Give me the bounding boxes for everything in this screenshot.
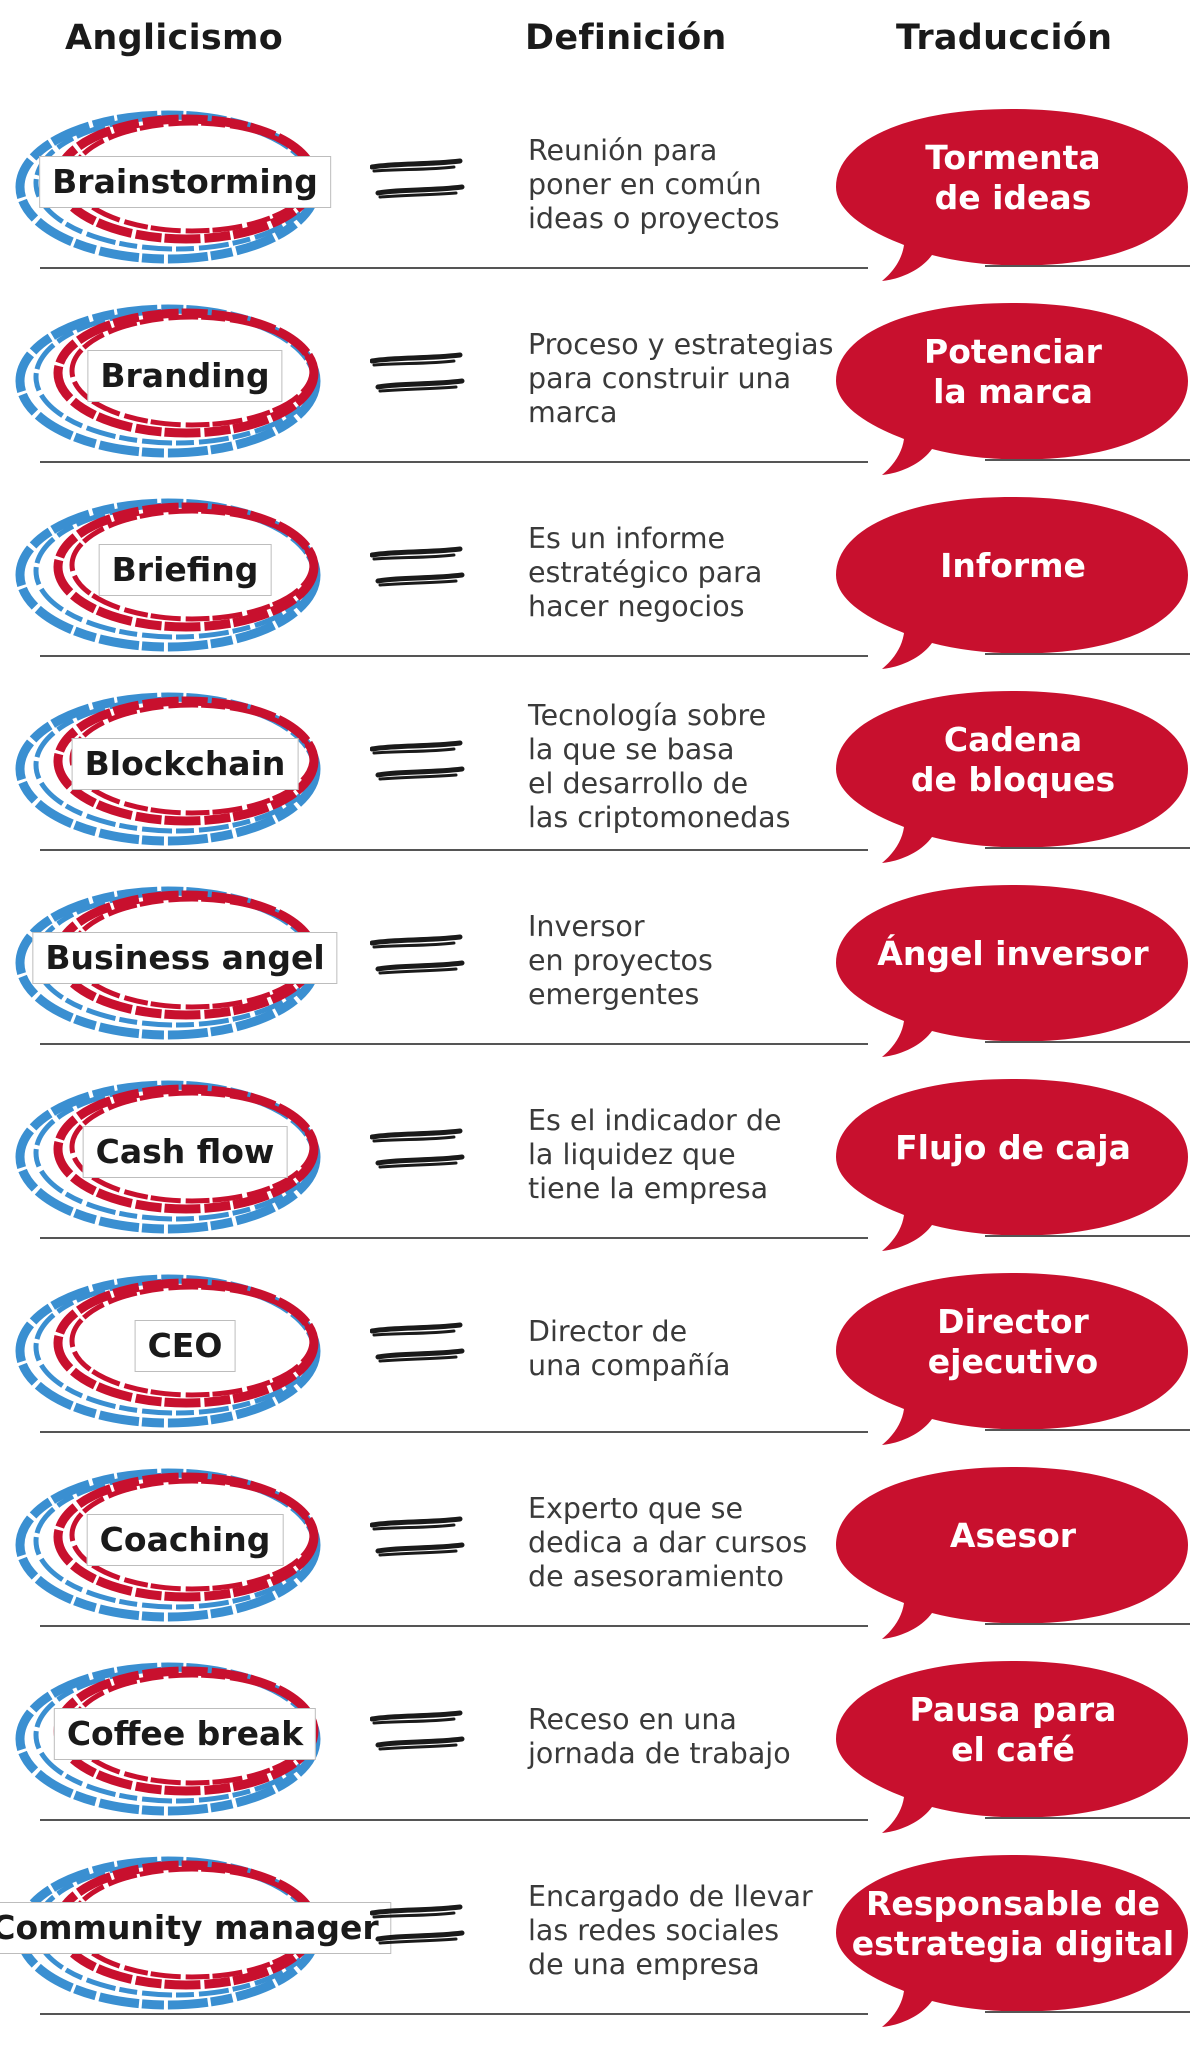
speech-bubble-icon bbox=[836, 885, 1188, 1057]
term-label: Blockchain bbox=[71, 738, 299, 790]
definition-text: Reunión para poner en común ideas o proy… bbox=[528, 134, 780, 235]
row-divider-right bbox=[985, 1817, 1190, 1819]
term-row: Branding Proceso y estrategias para cons… bbox=[0, 289, 1200, 483]
translation-text: Cadena de bloques bbox=[910, 720, 1116, 799]
equals-stroke-icon bbox=[370, 1710, 465, 1751]
equals-stroke-icon bbox=[370, 1904, 465, 1945]
equals-stroke-icon bbox=[370, 1128, 465, 1169]
term-row: Coffee break Receso en una jornada de tr… bbox=[0, 1647, 1200, 1841]
row-divider bbox=[40, 655, 868, 657]
speech-bubble-icon bbox=[836, 1661, 1188, 1833]
table-header: Anglicismo Definición Traducción bbox=[0, 18, 1200, 78]
definition-text: Inversor en proyectos emergentes bbox=[528, 910, 713, 1011]
term-row: Briefing Es un informe estratégico para … bbox=[0, 483, 1200, 677]
scribble-circle-icon bbox=[15, 692, 321, 846]
row-divider-right bbox=[985, 653, 1190, 655]
speech-bubble-icon bbox=[836, 1079, 1188, 1251]
speech-bubble-icon bbox=[836, 1467, 1188, 1639]
equals-stroke-icon bbox=[370, 158, 465, 199]
term-row: Business angel Inversor en proyectos eme… bbox=[0, 871, 1200, 1065]
equals-stroke-icon bbox=[370, 352, 465, 393]
definition-text: Tecnología sobre la que se basa el desar… bbox=[528, 699, 791, 834]
speech-bubble-icon bbox=[836, 1855, 1188, 2027]
term-list: Brainstorming Reunión para poner en comú… bbox=[0, 95, 1200, 2035]
definition-text: Es un informe estratégico para hacer neg… bbox=[528, 522, 763, 623]
row-divider bbox=[40, 1819, 868, 1821]
header-traduccion: Traducción bbox=[896, 18, 1113, 58]
speech-bubble-icon bbox=[836, 691, 1188, 863]
definition-text: Es el indicador de la liquidez que tiene… bbox=[528, 1104, 782, 1205]
row-divider bbox=[40, 1625, 868, 1627]
row-divider-right bbox=[985, 1235, 1190, 1237]
row-divider bbox=[40, 1043, 868, 1045]
term-label: Business angel bbox=[32, 932, 338, 984]
term-label: Coaching bbox=[86, 1514, 284, 1566]
term-label: Briefing bbox=[98, 544, 272, 596]
row-divider bbox=[40, 461, 868, 463]
translation-text: Flujo de caja bbox=[895, 1128, 1131, 1167]
translation-text: Director ejecutivo bbox=[927, 1302, 1099, 1381]
equals-stroke-icon bbox=[370, 1516, 465, 1557]
speech-bubble-icon bbox=[836, 303, 1188, 475]
equals-stroke-icon bbox=[370, 740, 465, 781]
row-divider bbox=[40, 1237, 868, 1239]
term-row: Community manager Encargado de llevar la… bbox=[0, 1841, 1200, 2035]
row-divider bbox=[40, 267, 868, 269]
term-label: CEO bbox=[134, 1320, 236, 1372]
header-anglicismo: Anglicismo bbox=[65, 18, 284, 58]
translation-text: Asesor bbox=[949, 1516, 1077, 1555]
header-definicion: Definición bbox=[525, 18, 727, 58]
scribble-circle-icon bbox=[15, 1080, 321, 1234]
translation-text: Responsable de estrategia digital bbox=[851, 1884, 1175, 1963]
speech-bubble-icon bbox=[836, 1273, 1188, 1445]
row-divider bbox=[40, 849, 868, 851]
term-row: Brainstorming Reunión para poner en comú… bbox=[0, 95, 1200, 289]
row-divider bbox=[40, 2013, 868, 2015]
definition-text: Experto que se dedica a dar cursos de as… bbox=[528, 1492, 808, 1593]
scribble-circle-icon bbox=[15, 1274, 321, 1428]
equals-stroke-icon bbox=[370, 546, 465, 587]
row-divider-right bbox=[985, 1429, 1190, 1431]
row-divider-right bbox=[985, 2011, 1190, 2013]
term-label: Branding bbox=[87, 350, 283, 402]
row-divider-right bbox=[985, 1041, 1190, 1043]
definition-text: Encargado de llevar las redes sociales d… bbox=[528, 1880, 813, 1981]
scribble-circle-icon bbox=[15, 1468, 321, 1622]
definition-text: Receso en una jornada de trabajo bbox=[528, 1703, 791, 1770]
translation-text: Pausa para el café bbox=[909, 1690, 1117, 1769]
term-row: Coaching Experto que se dedica a dar cur… bbox=[0, 1453, 1200, 1647]
speech-bubble-icon bbox=[836, 497, 1188, 669]
term-row: CEO Director de una compañía Director ej… bbox=[0, 1259, 1200, 1453]
row-divider-right bbox=[985, 847, 1190, 849]
term-row: Blockchain Tecnología sobre la que se ba… bbox=[0, 677, 1200, 871]
translation-text: Potenciar la marca bbox=[924, 332, 1102, 411]
term-label: Cash flow bbox=[82, 1126, 288, 1178]
scribble-circle-icon bbox=[15, 304, 321, 458]
scribble-circle-icon bbox=[15, 498, 321, 652]
equals-stroke-icon bbox=[370, 934, 465, 975]
translation-text: Informe bbox=[940, 546, 1086, 585]
translation-text: Ángel inversor bbox=[877, 934, 1149, 973]
row-divider-right bbox=[985, 1623, 1190, 1625]
term-label: Coffee break bbox=[53, 1708, 317, 1760]
speech-bubble-icon bbox=[836, 109, 1188, 281]
row-divider-right bbox=[985, 265, 1190, 267]
row-divider-right bbox=[985, 459, 1190, 461]
definition-text: Director de una compañía bbox=[528, 1315, 731, 1382]
translation-text: Tormenta de ideas bbox=[925, 138, 1101, 217]
term-label: Community manager bbox=[0, 1902, 392, 1954]
term-label: Brainstorming bbox=[39, 156, 331, 208]
row-divider bbox=[40, 1431, 868, 1433]
definition-text: Proceso y estrategias para construir una… bbox=[528, 328, 834, 429]
term-row: Cash flow Es el indicador de la liquidez… bbox=[0, 1065, 1200, 1259]
equals-stroke-icon bbox=[370, 1322, 465, 1363]
